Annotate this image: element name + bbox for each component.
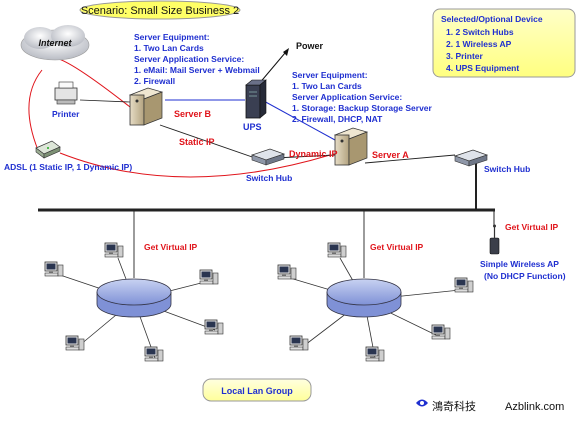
switch-hub-right-icon — [453, 149, 489, 167]
server-a-label: Server A — [372, 150, 409, 160]
hub1-get-virtual-ip: Get Virtual IP — [144, 242, 198, 252]
optional-line-3: 2. 1 Wireless AP — [446, 39, 512, 49]
optional-line-2: 1. 2 Switch Hubs — [446, 27, 514, 37]
adsl-label: ADSL (1 Static IP, 1 Dynamic IP) — [4, 162, 132, 172]
line-adsl-servera — [59, 152, 331, 178]
server-a-line-1: Server Equipment: — [292, 70, 368, 80]
pc-icon — [327, 242, 347, 258]
pc-icon — [144, 346, 164, 362]
pc-icon — [289, 335, 309, 351]
pc-icon — [277, 264, 297, 280]
pc-icon — [454, 277, 474, 293]
lan-hub-left-icon — [96, 278, 172, 318]
switch-hub-right-label: Switch Hub — [484, 164, 530, 174]
server-b-icon — [128, 87, 164, 126]
server-a-line-3: Server Application Service: — [292, 92, 402, 102]
lan-group-box: Local Lan Group — [202, 378, 312, 402]
internet-label: Internet — [38, 38, 72, 48]
lan-hub-right-icon — [326, 278, 402, 318]
server-b-line-2: 1. Two Lan Cards — [134, 43, 204, 53]
internet-cloud: Internet — [20, 25, 90, 61]
brand-logo-icon — [416, 399, 428, 407]
server-b-line-1: Server Equipment: — [134, 32, 210, 42]
pc-icon — [199, 269, 219, 285]
switch-hub-middle-label: Switch Hub — [246, 173, 292, 183]
server-b-line-3: Server Application Service: — [134, 54, 244, 64]
server-b-line-5: 2. Firewall — [134, 76, 175, 86]
pc-icon — [365, 346, 385, 362]
wireless-ap-line-1: Simple Wireless AP — [480, 259, 559, 269]
brand-site: Azblink.com — [505, 401, 564, 413]
server-b-label: Server B — [174, 109, 212, 119]
static-ip-label: Static IP — [179, 137, 215, 147]
server-a-line-5: 2. Firewall, DHCP, NAT — [292, 114, 383, 124]
power-label: Power — [296, 41, 324, 51]
server-a-line-2: 1. Two Lan Cards — [292, 81, 362, 91]
line-internet-adsl — [28, 69, 43, 151]
line-printer-serverb — [79, 99, 131, 103]
connections — [28, 48, 495, 359]
lan-group-label: Local Lan Group — [221, 386, 293, 396]
brand-chinese: 鴻奇科技 — [432, 399, 476, 413]
server-b-info: Server Equipment: 1. Two Lan Cards Serve… — [134, 32, 260, 86]
line-servera-switch — [364, 154, 456, 164]
adsl-modem-icon — [35, 140, 61, 159]
pc-icon — [104, 242, 124, 258]
pc-icon — [44, 261, 64, 277]
printer-label: Printer — [52, 109, 80, 119]
optional-line-4: 3. Printer — [446, 51, 484, 61]
line-switch-servera — [274, 154, 336, 159]
title-banner: Scenario: Small Size Business 2 — [79, 0, 241, 20]
optional-line-1: Selected/Optional Device — [441, 14, 543, 24]
printer-icon — [54, 81, 78, 105]
server-a-info: Server Equipment: 1. Two Lan Cards Serve… — [292, 70, 433, 124]
optional-line-5: 4. UPS Equipment — [446, 63, 519, 73]
pc-icon — [431, 324, 451, 340]
line-serverb-switch — [159, 124, 256, 159]
wireless-get-virtual-ip: Get Virtual IP — [505, 222, 559, 232]
line-ups-power — [257, 52, 286, 86]
hub2-get-virtual-ip: Get Virtual IP — [370, 242, 424, 252]
pc-icon — [65, 335, 85, 351]
switch-hub-middle-icon — [250, 148, 286, 166]
title-text: Scenario: Small Size Business 2 — [81, 5, 239, 17]
ups-icon — [245, 79, 267, 119]
optional-device-box: Selected/Optional Device 1. 2 Switch Hub… — [432, 8, 576, 78]
wireless-ap-icon — [489, 224, 500, 255]
brand: 鴻奇科技 Azblink.com — [416, 399, 564, 413]
pc-icon — [204, 319, 224, 335]
wireless-ap-line-2: (No DHCP Function) — [484, 271, 566, 281]
server-a-line-4: 1. Storage: Backup Storage Server — [292, 103, 433, 113]
dynamic-ip-label: Dynamic IP — [289, 149, 338, 159]
server-b-line-4: 1. eMail: Mail Server + Webmail — [134, 65, 260, 75]
server-a-icon — [333, 127, 369, 166]
line-ups-servera — [261, 99, 336, 141]
ups-label: UPS — [243, 122, 262, 132]
